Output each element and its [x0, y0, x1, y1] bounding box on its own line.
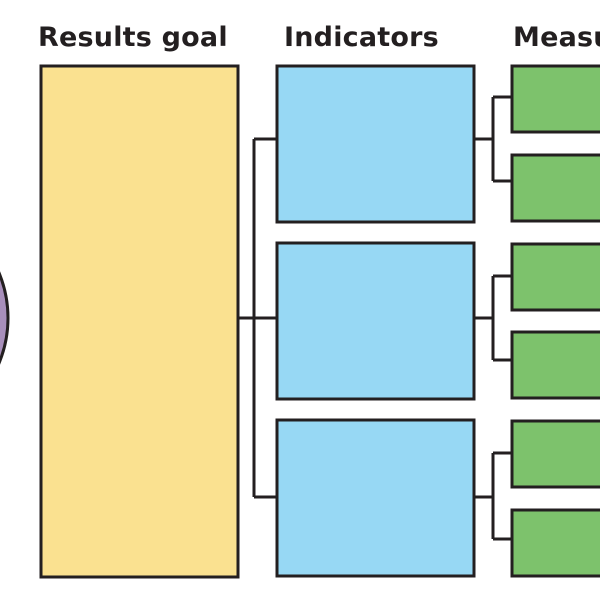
results-goal-box: [39, 64, 240, 579]
indicator-1-measure-connector: [474, 95, 512, 183]
indicator-2-measure-connector: [474, 274, 512, 362]
context-circle: [0, 271, 10, 365]
results-goal-heading: Results goal: [38, 22, 228, 53]
measures-heading: Measures: [513, 22, 600, 53]
indicators-heading: Indicators: [284, 22, 439, 53]
measure-box-1a: [510, 64, 600, 134]
measure-box-1b: [510, 153, 600, 223]
measure-box-2a: [510, 242, 600, 312]
indicator-box-2: [275, 241, 476, 401]
indicator-box-3: [275, 418, 476, 578]
measure-box-3b: [510, 508, 600, 578]
indicator-3-measure-connector: [474, 451, 512, 541]
measure-box-3a: [510, 419, 600, 489]
measure-box-2b: [510, 330, 600, 400]
goal-indicator-connector: [238, 137, 277, 499]
indicator-box-1: [275, 64, 476, 224]
